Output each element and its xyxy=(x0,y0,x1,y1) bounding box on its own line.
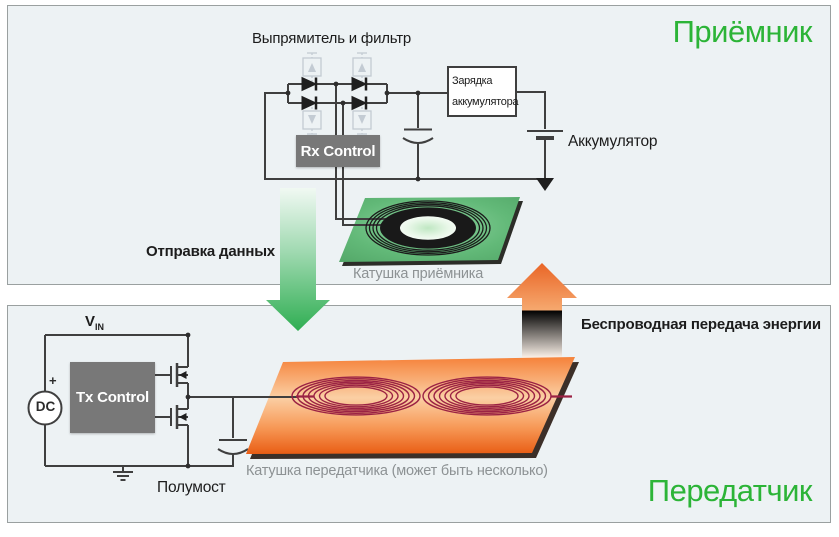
charging-box-line1: Зарядка xyxy=(452,74,493,87)
dc-source-label: DC xyxy=(35,399,56,414)
receiver-capacitor xyxy=(402,128,434,144)
energy-arrow-label: Беспроводная передача энергии xyxy=(581,316,821,333)
half-bridge-label: Полумост xyxy=(157,479,226,496)
half-bridge-mosfet-arrows xyxy=(179,371,187,421)
charging-box-line2: аккумулятора xyxy=(452,96,519,109)
transmitter-circuit xyxy=(44,334,234,467)
dc-plus-sign: + xyxy=(49,373,57,388)
transmitter-capacitor xyxy=(188,439,249,467)
dc-source-circle xyxy=(27,390,63,426)
transmitter-coil-label: Катушка передатчика (может быть нескольк… xyxy=(246,463,548,479)
battery-symbol xyxy=(527,130,563,140)
battery-label: Аккумулятор xyxy=(568,133,658,150)
vin-label: VIN xyxy=(85,313,104,332)
receiver-coil-label: Катушка приёмника xyxy=(353,266,484,282)
receiver-junctions xyxy=(285,81,421,182)
receiver-coil xyxy=(335,84,523,266)
receiver-title: Приёмник xyxy=(672,14,813,49)
transmitter-junctions xyxy=(185,332,191,469)
rx-control-box: Rx Control xyxy=(296,135,380,167)
data-arrow-label: Отправка данных xyxy=(146,243,275,260)
rectifier-bridge-diodes xyxy=(301,76,368,111)
transmitter-coil xyxy=(233,357,579,459)
data-down-arrow-icon xyxy=(266,188,330,331)
transmitter-title: Передатчик xyxy=(647,473,813,508)
energy-up-arrow-icon xyxy=(507,263,577,358)
charging-box: Зарядка аккумулятора xyxy=(447,66,519,117)
rectifier-filter-label: Выпрямитель и фильтр xyxy=(252,30,412,47)
receiver-ground-arrow xyxy=(536,178,554,191)
tx-control-box: Tx Control xyxy=(70,362,155,433)
ghost-mosfets xyxy=(302,52,372,135)
ground-symbol xyxy=(113,466,133,481)
vin-sub: IN xyxy=(95,322,105,332)
vin-main: V xyxy=(85,313,96,330)
